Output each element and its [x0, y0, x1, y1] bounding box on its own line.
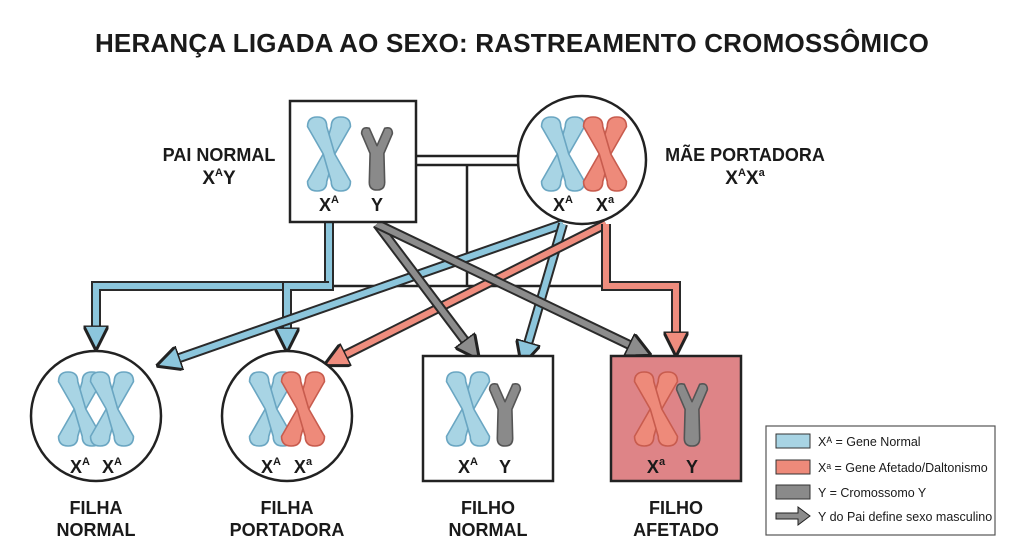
- mother-xa-to-daughter-normal-arrow: [168, 219, 565, 362]
- mother-gene-x-normal: XA: [553, 194, 573, 215]
- mother-genotype: XAXa: [725, 167, 765, 189]
- mother-xa-recessive-to-son-affected-arrow: [601, 224, 676, 344]
- father-y-chromosome-icon: [360, 126, 394, 191]
- daughter-carrier-label-line2: PORTADORA: [230, 520, 345, 540]
- son-affected-gene-y: Y: [686, 457, 698, 477]
- daughter-carrier-gene-1: XA: [261, 456, 281, 477]
- father-chromosomes: [306, 116, 394, 192]
- gray-swatch-icon: [775, 484, 811, 500]
- daughter-normal-label-line2: NORMAL: [57, 520, 136, 540]
- son-normal-gene-x: XA: [458, 456, 478, 477]
- legend-affected-text: Xᵃ = Gene Afetado/Daltonismo: [818, 461, 988, 475]
- daughter-carrier-x2-icon: [280, 371, 326, 447]
- father-x-chromosome-icon: [306, 116, 352, 192]
- legend-y-text: Y = Cromossomo Y: [818, 486, 927, 500]
- son-normal-gene-y: Y: [499, 457, 511, 477]
- son-normal-label-line2: NORMAL: [449, 520, 528, 540]
- mother-chromosomes: [540, 116, 628, 192]
- son-normal-label-line1: FILHO: [461, 498, 515, 518]
- diagram-title: HERANÇA LIGADA AO SEXO: RASTREAMENTO CRO…: [95, 28, 929, 58]
- father-gene-x: XA: [319, 194, 339, 215]
- son-normal-y-icon: [488, 382, 522, 447]
- legend-normal-text: Xᴬ = Gene Normal: [818, 435, 921, 449]
- daughter-carrier-symbol: [220, 349, 354, 483]
- mother-x-affected-chromosome-icon: [582, 116, 628, 192]
- mother-symbol: [516, 94, 648, 226]
- red-swatch-icon: [775, 459, 811, 475]
- legend-arrow-text: Y do Pai define sexo masculino: [818, 510, 992, 524]
- daughter-normal-x1-icon: [57, 371, 103, 447]
- legend: Xᴬ = Gene Normal Xᵃ = Gene Afetado/Dalto…: [765, 425, 996, 536]
- son-affected-x-icon: [633, 371, 679, 447]
- children-chromosomes: [57, 371, 709, 447]
- son-affected-gene-x: Xa: [647, 456, 666, 477]
- father-label: PAI NORMAL: [163, 145, 276, 165]
- daughter-normal-gene-1: XA: [70, 456, 90, 477]
- son-affected-y-icon: [675, 382, 709, 447]
- daughter-carrier-gene-2: Xa: [294, 456, 313, 477]
- gray-arrow-icon: [775, 506, 811, 526]
- daughter-normal-label-line1: FILHA: [70, 498, 123, 518]
- son-affected-label-line1: FILHO: [649, 498, 703, 518]
- mother-xa-recessive-to-daughter-carrier-arrow: [335, 219, 609, 360]
- father-genotype: XAY: [202, 167, 236, 189]
- father-x-to-daughter-normal-arrow: [96, 222, 334, 338]
- daughter-normal-gene-2: XA: [102, 456, 122, 477]
- father-gene-y: Y: [371, 195, 383, 215]
- inheritance-arrows: [96, 219, 676, 362]
- father-y-to-son-affected-arrow: [374, 219, 640, 350]
- son-affected-label-line2: AFETADO: [633, 520, 719, 540]
- daughter-carrier-label-line1: FILHA: [261, 498, 314, 518]
- daughter-normal-symbol: [29, 349, 163, 483]
- father-y-to-son-normal-arrow: [373, 220, 472, 350]
- blue-swatch-icon: [775, 433, 811, 449]
- daughter-normal-x2-icon: [89, 371, 135, 447]
- father-symbol: [288, 99, 418, 224]
- son-normal-x-icon: [445, 371, 491, 447]
- mother-gene-x-affected: Xa: [596, 194, 615, 215]
- mother-label: MÃE PORTADORA: [665, 144, 825, 165]
